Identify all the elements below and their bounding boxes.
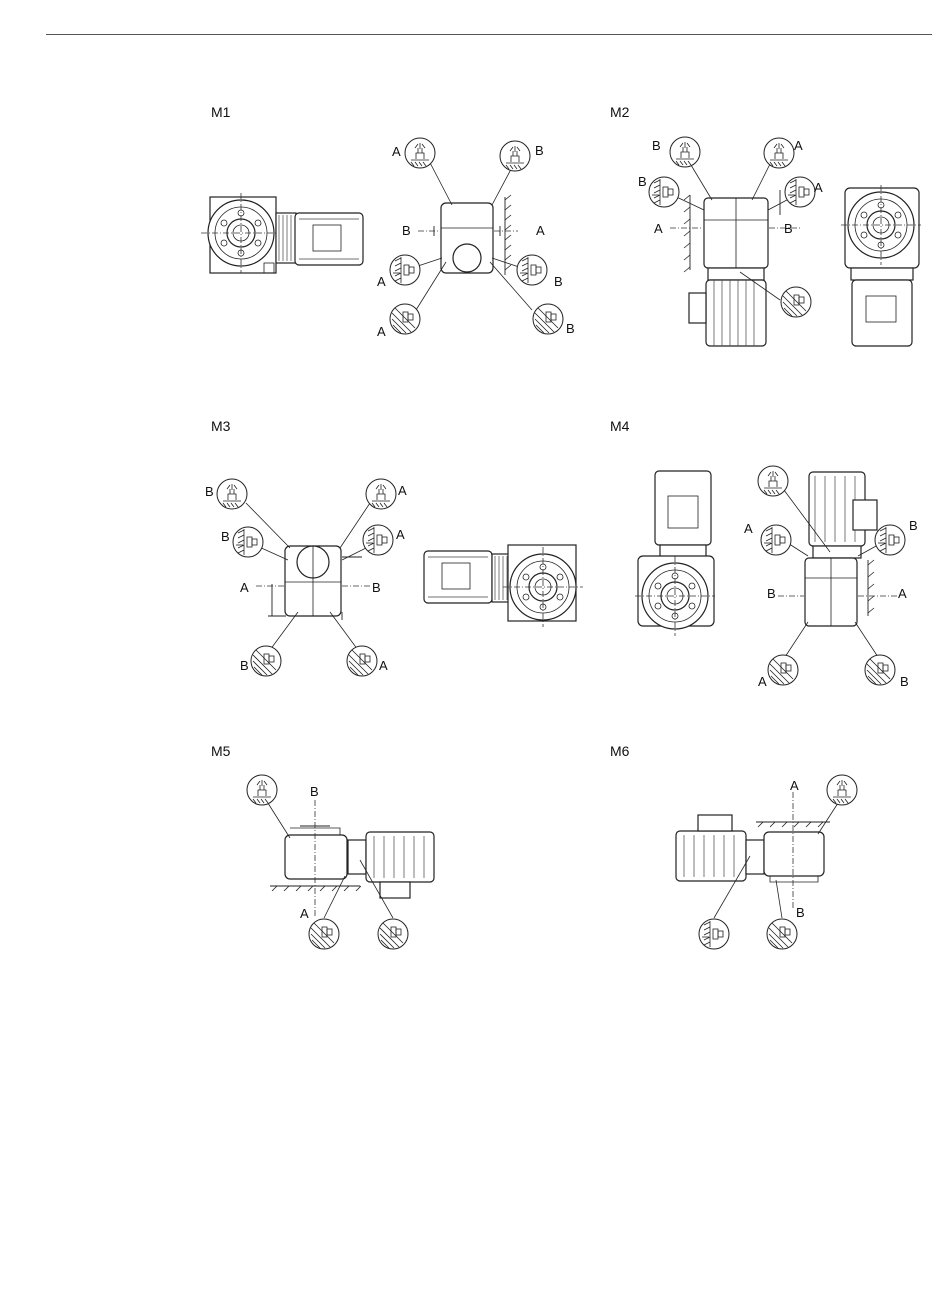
svg-text:A: A <box>744 521 753 536</box>
svg-text:B: B <box>310 784 319 799</box>
svg-text:B: B <box>205 484 214 499</box>
svg-text:A: A <box>396 527 405 542</box>
svg-text:A: A <box>536 223 545 238</box>
m3-front-view: B A B A A B B A <box>205 479 407 676</box>
m1-front-view: A B B A A B A B <box>377 138 575 339</box>
svg-text:B: B <box>900 674 909 689</box>
m2-side-view <box>841 185 921 346</box>
svg-text:A: A <box>392 144 401 159</box>
svg-text:A: A <box>814 180 823 195</box>
svg-text:B: B <box>535 143 544 158</box>
svg-text:B: B <box>402 223 411 238</box>
m5-view: B A <box>247 775 434 949</box>
svg-text:A: A <box>758 674 767 689</box>
svg-text:B: B <box>566 321 575 336</box>
m2-front-view: B A B A A B <box>638 137 823 346</box>
svg-text:A: A <box>398 483 407 498</box>
svg-text:B: B <box>372 580 381 595</box>
svg-text:A: A <box>240 580 249 595</box>
m1-side-view <box>201 193 363 273</box>
svg-text:A: A <box>300 906 309 921</box>
svg-text:B: B <box>638 174 647 189</box>
svg-text:B: B <box>221 529 230 544</box>
svg-text:A: A <box>377 274 386 289</box>
svg-text:B: B <box>784 221 793 236</box>
svg-text:B: B <box>796 905 805 920</box>
svg-text:A: A <box>379 658 388 673</box>
svg-text:B: B <box>909 518 918 533</box>
m4-side-view <box>635 471 715 636</box>
svg-text:B: B <box>652 138 661 153</box>
svg-text:A: A <box>898 586 907 601</box>
svg-text:A: A <box>377 324 386 339</box>
m3-side-view <box>424 545 583 627</box>
m6-view: A B <box>676 775 857 949</box>
svg-text:A: A <box>790 778 799 793</box>
svg-text:A: A <box>794 138 803 153</box>
svg-text:A: A <box>654 221 663 236</box>
svg-text:B: B <box>767 586 776 601</box>
m4-front-view: A B B A A B <box>744 466 918 689</box>
svg-text:B: B <box>240 658 249 673</box>
svg-text:B: B <box>554 274 563 289</box>
